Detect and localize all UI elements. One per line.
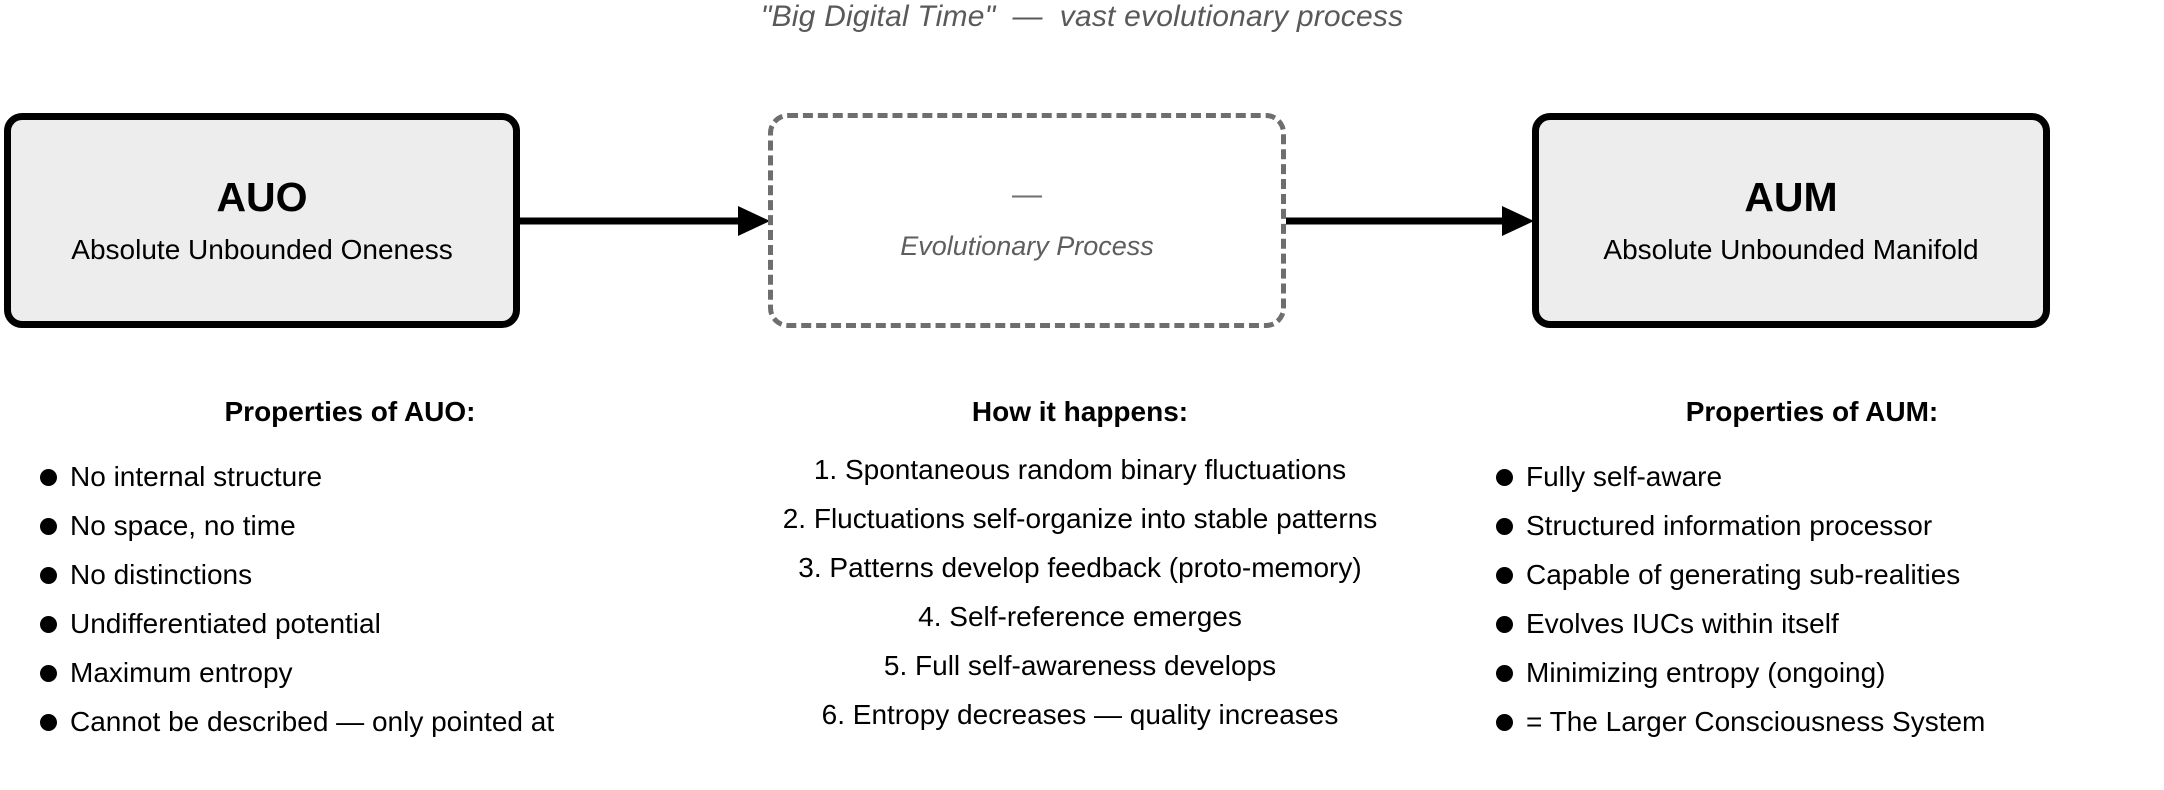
list-item-label: No space, no time xyxy=(70,510,296,541)
list-item: Cannot be described — only pointed at xyxy=(40,701,700,743)
list-item: Capable of generating sub-realities xyxy=(1496,554,2164,596)
list-item: Undifferentiated potential xyxy=(40,603,700,645)
bullet-icon xyxy=(1496,664,1513,682)
list-item-label: Capable of generating sub-realities xyxy=(1526,559,1961,590)
column-heading-auo: Properties of AUO: xyxy=(224,396,476,427)
node-aum[interactable]: AUM Absolute Unbounded Manifold xyxy=(1532,113,2050,328)
column-heading-how-it-happens: How it happens: xyxy=(971,396,1189,427)
list-item: No internal structure xyxy=(40,456,700,498)
bullet-icon xyxy=(40,664,57,682)
list-item-label: = The Larger Consciousness System xyxy=(1526,706,1986,737)
list-item-label: Evolves IUCs within itself xyxy=(1526,608,1839,639)
bullet-icon xyxy=(1496,615,1513,633)
list-item: 1. Spontaneous random binary fluctuation… xyxy=(813,454,1347,485)
list-item-label: Minimizing entropy (ongoing) xyxy=(1526,657,1886,688)
bullet-icon xyxy=(40,713,57,731)
list-item-label: No internal structure xyxy=(70,461,323,492)
list-how-it-happens: 1. Spontaneous random binary fluctuation… xyxy=(700,456,1460,743)
list-properties-aum: Fully self-aware Structured information … xyxy=(1496,456,2164,743)
bullet-icon xyxy=(1496,468,1513,486)
node-auo-title: AUO xyxy=(216,173,308,220)
list-item: Structured information processor xyxy=(1496,505,2164,547)
bullet-icon xyxy=(40,468,57,486)
bullet-icon xyxy=(40,566,57,584)
details-columns: Properties of AUO: No internal structure… xyxy=(0,398,2164,790)
list-properties-auo: No internal structure No space, no time … xyxy=(40,456,700,743)
list-item: Fully self-aware xyxy=(1496,456,2164,498)
list-item: No space, no time xyxy=(40,505,700,547)
bullet-icon xyxy=(1496,517,1513,535)
list-item: Evolves IUCs within itself xyxy=(1496,603,2164,645)
list-item: 3. Patterns develop feedback (proto-memo… xyxy=(798,552,1362,583)
bullet-icon xyxy=(40,517,57,535)
list-item-label: Maximum entropy xyxy=(70,657,293,688)
node-auo[interactable]: AUO Absolute Unbounded Oneness xyxy=(4,113,520,328)
list-item-label: Undifferentiated potential xyxy=(70,608,381,639)
list-item-label: Structured information processor xyxy=(1526,510,1933,541)
list-item: No distinctions xyxy=(40,554,700,596)
arrow-auo-to-process xyxy=(520,206,770,236)
list-item: = The Larger Consciousness System xyxy=(1496,701,2164,743)
list-item: 2. Fluctuations self-organize into stabl… xyxy=(782,503,1378,534)
node-evolutionary-process[interactable]: — Evolutionary Process xyxy=(768,113,1286,328)
node-aum-title: AUM xyxy=(1744,173,1838,220)
column-properties-auo: Properties of AUO: No internal structure… xyxy=(0,398,700,790)
list-item: Minimizing entropy (ongoing) xyxy=(1496,652,2164,694)
node-auo-subtitle: Absolute Unbounded Oneness xyxy=(71,233,453,265)
list-item-label: Fully self-aware xyxy=(1526,461,1723,492)
em-dash-icon: — xyxy=(1012,177,1042,211)
bullet-icon xyxy=(40,615,57,633)
list-item: 6. Entropy decreases — quality increases xyxy=(821,699,1339,730)
list-item: Maximum entropy xyxy=(40,652,700,694)
list-item-label: No distinctions xyxy=(70,559,253,590)
page-title: "Big Digital Time" — vast evolutionary p… xyxy=(760,0,1404,33)
node-aum-subtitle: Absolute Unbounded Manifold xyxy=(1603,233,1979,265)
process-flow-diagram: AUO Absolute Unbounded Oneness — Evoluti… xyxy=(0,113,2164,328)
bullet-icon xyxy=(1496,566,1513,584)
list-item: 4. Self-reference emerges xyxy=(918,601,1242,632)
node-evolutionary-process-label: Evolutionary Process xyxy=(900,230,1154,261)
list-item-label: Cannot be described — only pointed at xyxy=(70,706,555,737)
bullet-icon xyxy=(1496,713,1513,731)
list-item: 5. Full self-awareness develops xyxy=(883,650,1277,681)
column-heading-aum: Properties of AUM: xyxy=(1685,396,1939,427)
column-how-it-happens: How it happens: 1. Spontaneous random bi… xyxy=(700,398,1460,790)
arrow-process-to-aum xyxy=(1286,206,1534,236)
column-properties-aum: Properties of AUM: Fully self-aware Stru… xyxy=(1460,398,2164,790)
